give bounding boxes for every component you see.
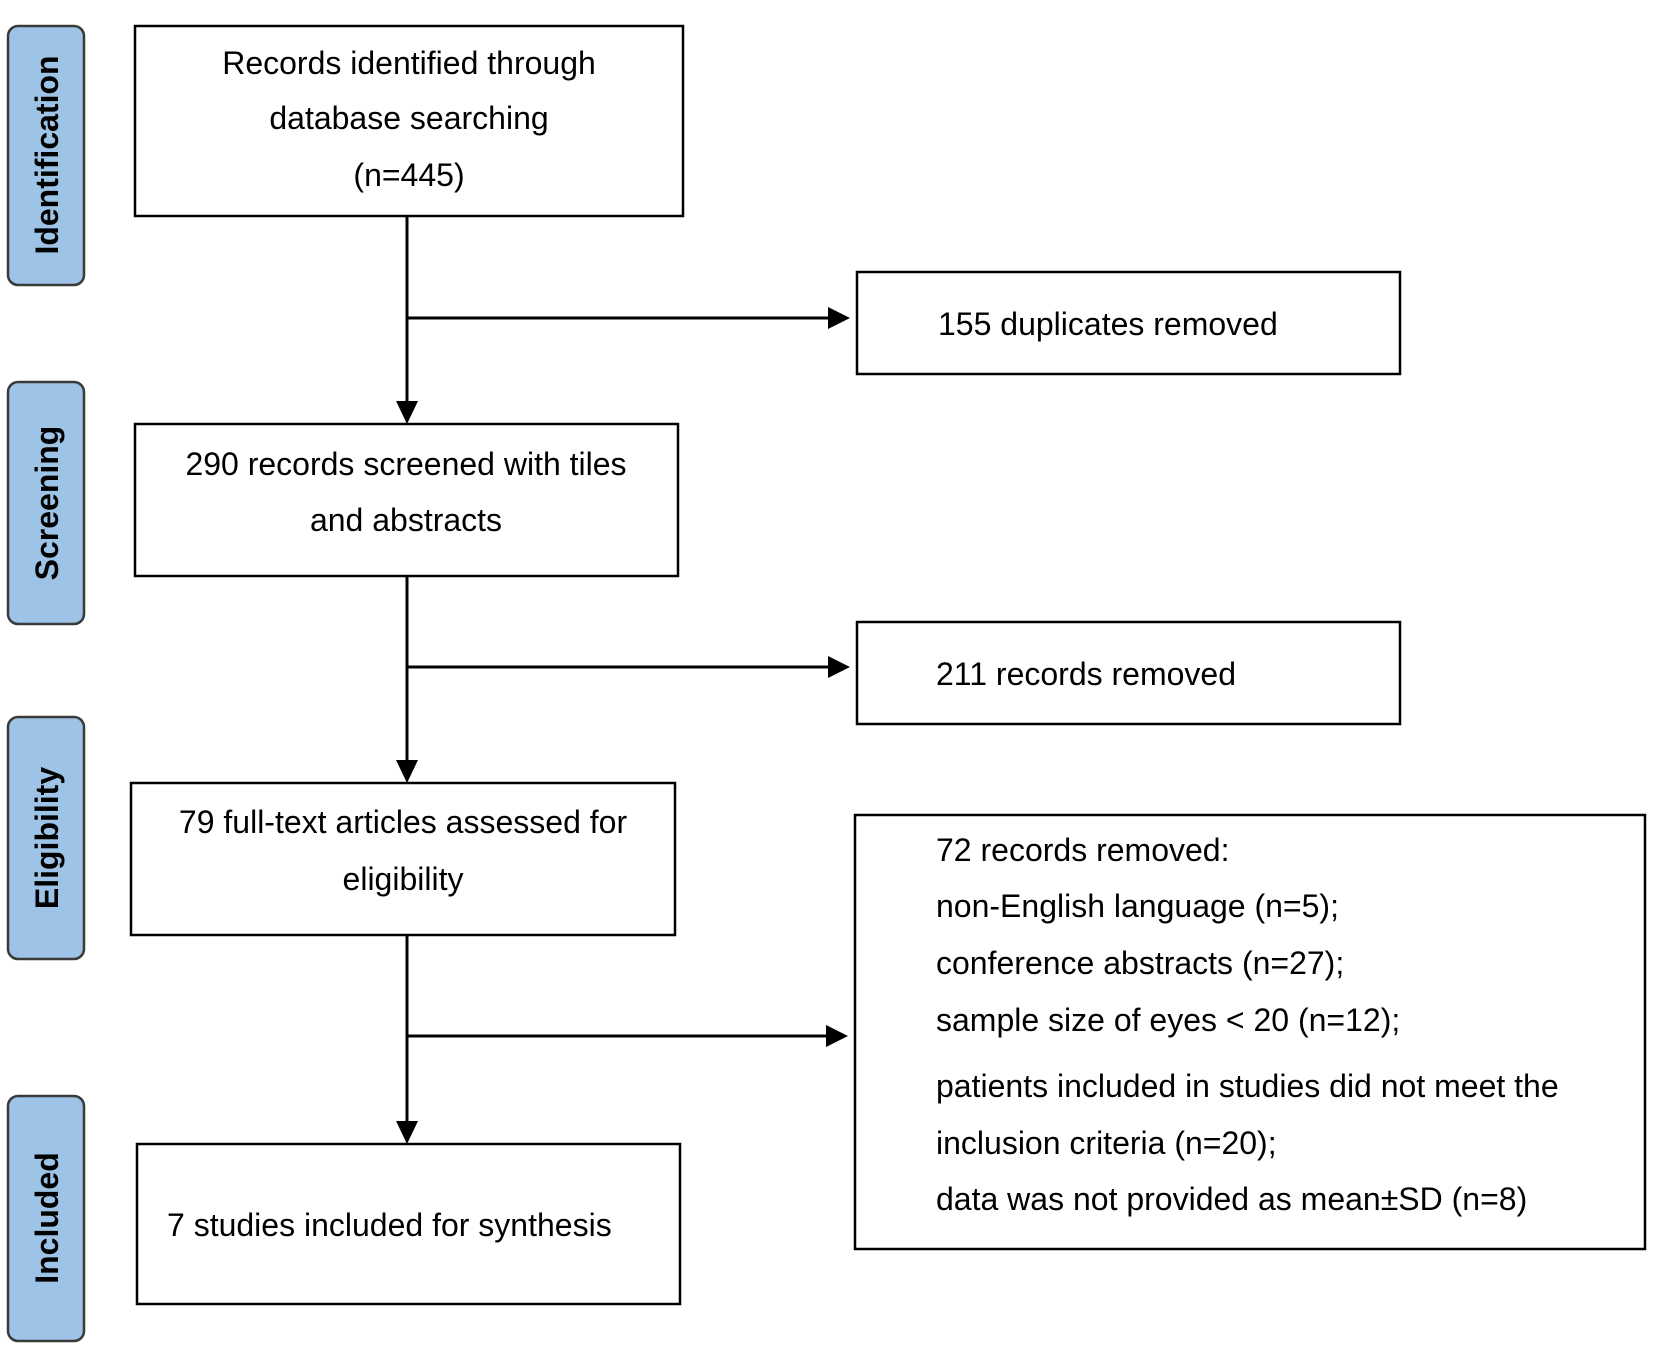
studies-included-rect <box>135 1142 682 1306</box>
full-text-excluded-box: 72 records removed: non-English language… <box>853 813 1647 1251</box>
studies-included-box: 7 studies included for synthesis <box>135 1142 682 1306</box>
arrow-down-to-eligibility <box>396 760 418 783</box>
phase-eligibility-label: Eligibility <box>29 767 65 909</box>
records-screened-rect <box>133 422 680 578</box>
studies-included-text: 7 studies included for synthesis <box>167 1207 612 1243</box>
phase-eligibility: Eligibility <box>6 715 86 961</box>
full-text-excluded-line-2: non-English language (n=5); <box>936 888 1339 924</box>
phase-screening-label: Screening <box>29 426 65 581</box>
phase-included-rect <box>6 1094 86 1343</box>
full-text-excluded-line-4: sample size of eyes < 20 (n=12); <box>936 1002 1400 1038</box>
records-identified-line-3: (n=445) <box>353 157 464 193</box>
records-removed-rect <box>855 620 1402 726</box>
phase-included-label: Included <box>29 1152 65 1284</box>
records-screened-box: 290 records screened with tiles and abst… <box>133 422 680 578</box>
records-removed-box: 211 records removed <box>855 620 1402 726</box>
full-text-assessed-line-2: eligibility <box>343 861 464 897</box>
records-identified-line-2: database searching <box>269 100 548 136</box>
records-removed-text: 211 records removed <box>936 656 1236 692</box>
phase-screening: Screening <box>6 380 86 626</box>
phase-included: Included <box>6 1094 86 1343</box>
phase-identification: Identification <box>6 24 86 287</box>
arrow-down-to-screening <box>396 401 418 424</box>
arrow-right-to-duplicates <box>828 307 850 329</box>
records-identified-line-1: Records identified through <box>222 45 596 81</box>
phase-eligibility-rect <box>6 715 86 961</box>
arrow-down-to-included <box>396 1121 418 1144</box>
full-text-assessed-rect <box>129 781 677 937</box>
full-text-assessed-box: 79 full-text articles assessed for eligi… <box>129 781 677 937</box>
arrow-right-to-records-removed <box>828 656 850 678</box>
records-identified-box: Records identified through database sear… <box>133 24 685 218</box>
records-identified-rect <box>133 24 685 218</box>
full-text-excluded-line-1: 72 records removed: <box>936 832 1229 868</box>
full-text-excluded-line-6: inclusion criteria (n=20); <box>936 1125 1277 1161</box>
duplicates-removed-box: 155 duplicates removed <box>855 270 1402 376</box>
connectors <box>396 216 850 1144</box>
full-text-excluded-line-5: patients included in studies did not mee… <box>936 1068 1559 1104</box>
duplicates-removed-text: 155 duplicates removed <box>938 306 1278 342</box>
records-screened-line-1: 290 records screened with tiles <box>185 446 626 482</box>
full-text-assessed-line-1: 79 full-text articles assessed for <box>179 804 628 840</box>
phase-identification-rect <box>6 24 86 287</box>
full-text-excluded-line-7: data was not provided as mean±SD (n=8) <box>936 1181 1527 1217</box>
records-screened-line-2: and abstracts <box>310 502 502 538</box>
phase-identification-label: Identification <box>29 55 65 254</box>
arrow-right-to-full-text-excluded <box>826 1025 848 1047</box>
full-text-excluded-line-3: conference abstracts (n=27); <box>936 945 1344 981</box>
full-text-excluded-rect <box>853 813 1647 1251</box>
phase-screening-rect <box>6 380 86 626</box>
duplicates-removed-rect <box>855 270 1402 376</box>
